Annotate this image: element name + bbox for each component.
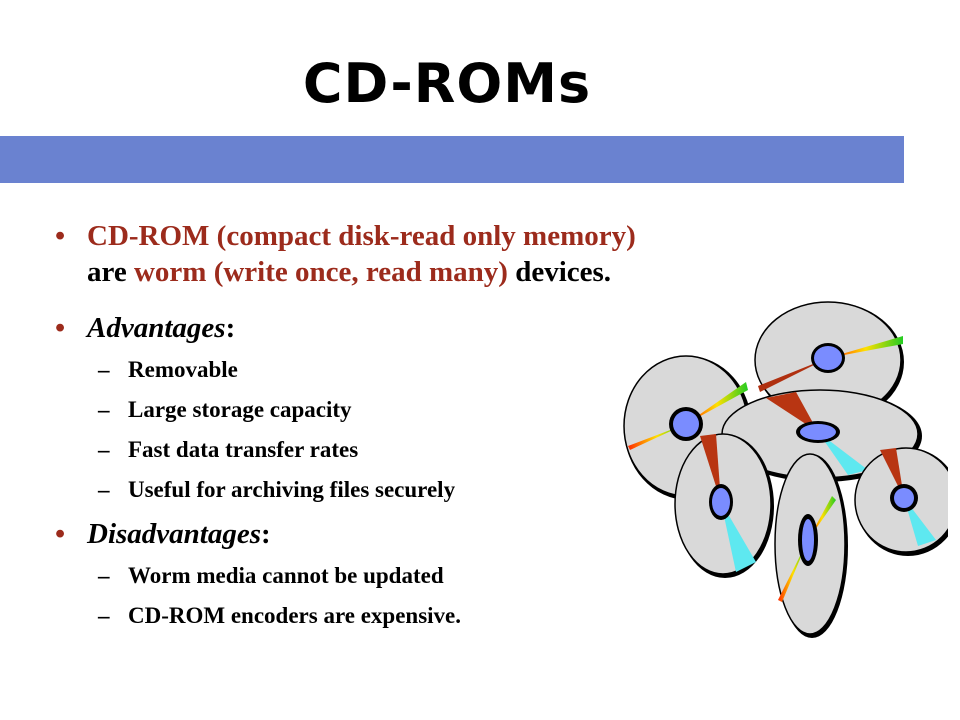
cd-disc-icon bbox=[674, 433, 774, 578]
list-item-text: Removable bbox=[128, 357, 238, 382]
definition-worm: worm (write once, read many) bbox=[133, 256, 508, 288]
definition-term: CD-ROM (compact disk-read only memory) bbox=[87, 220, 636, 252]
cd-stack-icon bbox=[623, 301, 948, 638]
cd-disc-icon bbox=[721, 389, 922, 482]
bullet-marker: • bbox=[55, 220, 66, 252]
bullet-marker: • bbox=[55, 518, 66, 550]
dash-marker: – bbox=[98, 603, 110, 628]
list-item-text: Large storage capacity bbox=[128, 397, 352, 422]
disadvantages-colon: : bbox=[261, 518, 271, 550]
list-item: –Fast data transfer rates bbox=[50, 430, 810, 470]
title-bar bbox=[0, 136, 904, 183]
dash-marker: – bbox=[98, 357, 110, 382]
list-item-text: Useful for archiving files securely bbox=[128, 477, 456, 502]
list-item: –CD-ROM encoders are expensive. bbox=[50, 596, 810, 636]
dash-marker: – bbox=[98, 477, 110, 502]
cd-disc-icon bbox=[774, 453, 848, 638]
advantages-list: –Removable –Large storage capacity –Fast… bbox=[50, 350, 810, 510]
list-item-text: Fast data transfer rates bbox=[128, 437, 359, 462]
list-item-text: CD-ROM encoders are expensive. bbox=[128, 603, 462, 628]
dash-marker: – bbox=[98, 437, 110, 462]
advantages-colon: : bbox=[225, 312, 236, 344]
list-item: –Removable bbox=[50, 350, 810, 390]
bullet-disadvantages: • Disadvantages: bbox=[50, 516, 810, 552]
cd-disc-icon bbox=[854, 447, 948, 556]
advantages-heading: Advantages bbox=[87, 312, 226, 344]
definition-connector: are bbox=[87, 256, 127, 288]
slide-content: • CD-ROM (compact disk-read only memory)… bbox=[50, 218, 810, 636]
definition-end: devices. bbox=[515, 256, 612, 288]
dash-marker: – bbox=[98, 397, 110, 422]
list-item: –Worm media cannot be updated bbox=[50, 556, 810, 596]
dash-marker: – bbox=[98, 563, 110, 588]
list-item: –Large storage capacity bbox=[50, 390, 810, 430]
disadvantages-heading: Disadvantages bbox=[87, 518, 261, 550]
list-item-text: Worm media cannot be updated bbox=[128, 563, 444, 588]
list-item: –Useful for archiving files securely bbox=[50, 470, 810, 510]
bullet-definition: • CD-ROM (compact disk-read only memory)… bbox=[50, 218, 810, 290]
bullet-marker: • bbox=[55, 312, 66, 344]
bullet-advantages: • Advantages: bbox=[50, 310, 810, 346]
page-title: CD-ROMs bbox=[302, 52, 592, 115]
disadvantages-list: –Worm media cannot be updated –CD-ROM en… bbox=[50, 556, 810, 636]
